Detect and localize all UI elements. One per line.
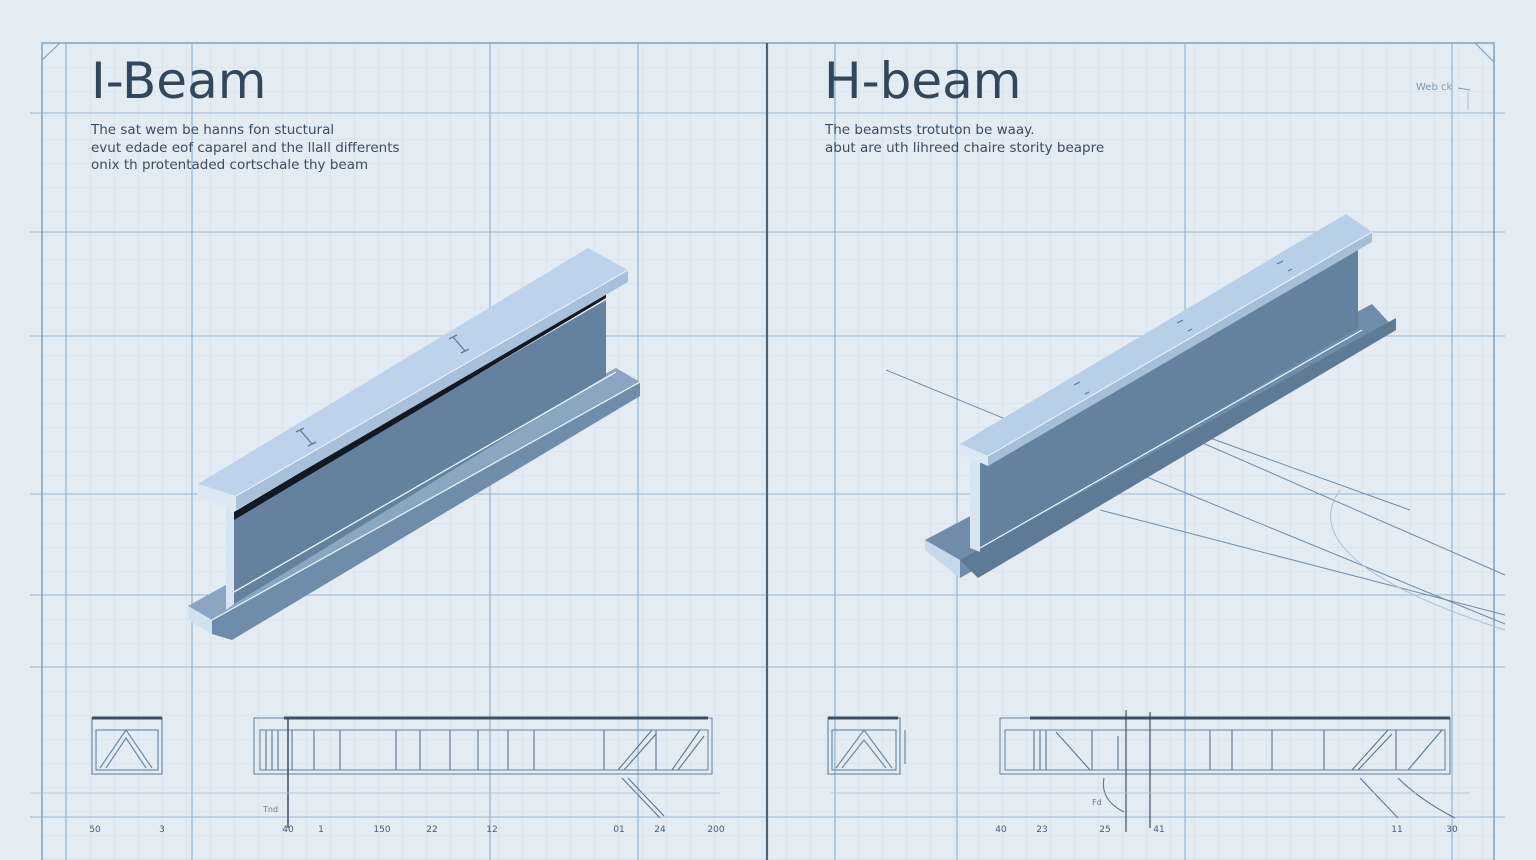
dimension-tick: 12 [486,825,498,835]
h-beam-section-drawing [827,716,906,775]
web-check-note: Web ck [1416,82,1453,93]
dimension-tick: 40 [995,825,1007,835]
h-beam-elevation-drawing [830,710,1470,832]
i-beam-description: The sat wem be hanns fon stuctural evut … [91,122,400,173]
dimension-tick: 22 [426,825,438,835]
dimension-tick: 41 [1153,825,1165,835]
dimension-tick: 01 [613,825,625,835]
i-beam-section-drawing [91,716,163,775]
h-beam-description: The beamsts trotuton be waay. abut are u… [825,122,1105,156]
dimension-tick: 30 [1446,825,1458,835]
dimension-tick: 3 [159,825,165,835]
dimension-tick: 24 [654,825,666,835]
dimension-tick: 11 [1391,825,1403,835]
i-beam-title: I-Beam [91,52,267,110]
i-beam-illustration [188,248,641,640]
i-beam-elevation-label: Tnd [263,805,279,814]
dimension-tick: 150 [373,825,391,835]
h-beam-elevation-label: Fd [1092,798,1102,807]
dimension-tick: 23 [1036,825,1048,835]
dimension-tick: 25 [1099,825,1111,835]
h-beam-title: H-beam [824,52,1022,110]
dimension-tick: 200 [707,825,725,835]
h-beam-illustration [885,214,1506,631]
dimension-tick: 50 [89,825,101,835]
i-beam-elevation-drawing [30,716,720,828]
dimension-tick: 1 [318,825,324,835]
dimension-tick: 40 [282,825,294,835]
